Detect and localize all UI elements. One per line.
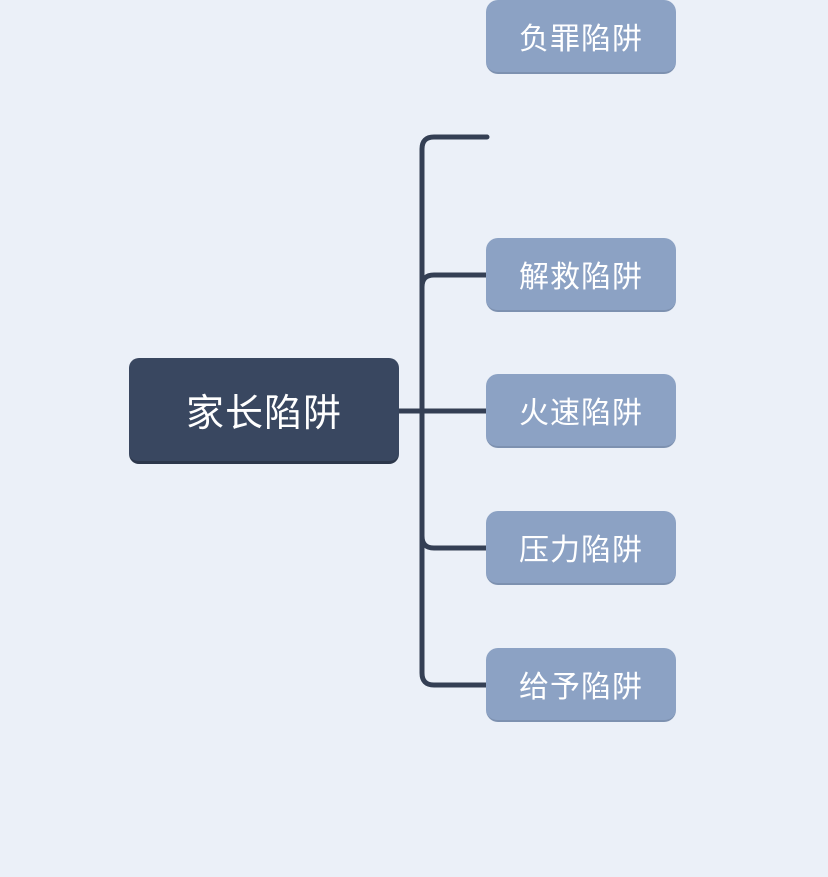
child-node-label: 解救陷阱: [519, 261, 643, 294]
connector-branch-1: [396, 134, 490, 414]
child-node-label: 给予陷阱: [519, 671, 643, 704]
connector-branch-4: [396, 408, 490, 551]
child-node-pressure-trap[interactable]: 压力陷阱: [486, 511, 676, 585]
child-node-giving-trap[interactable]: 给予陷阱: [486, 648, 676, 722]
child-node-rescue-trap[interactable]: 解救陷阱: [486, 238, 676, 312]
child-node-label: 火速陷阱: [519, 397, 643, 430]
root-node[interactable]: 家长陷阱: [129, 358, 399, 464]
child-node-label: 压力陷阱: [519, 534, 643, 567]
connector-branch-5: [396, 408, 490, 688]
child-node-guilt-trap[interactable]: 负罪陷阱: [486, 0, 676, 74]
connector-branch-2: [396, 272, 490, 414]
child-node-speed-trap[interactable]: 火速陷阱: [486, 374, 676, 448]
child-node-label: 负罪陷阱: [519, 23, 643, 56]
root-node-label: 家长陷阱: [185, 393, 342, 435]
